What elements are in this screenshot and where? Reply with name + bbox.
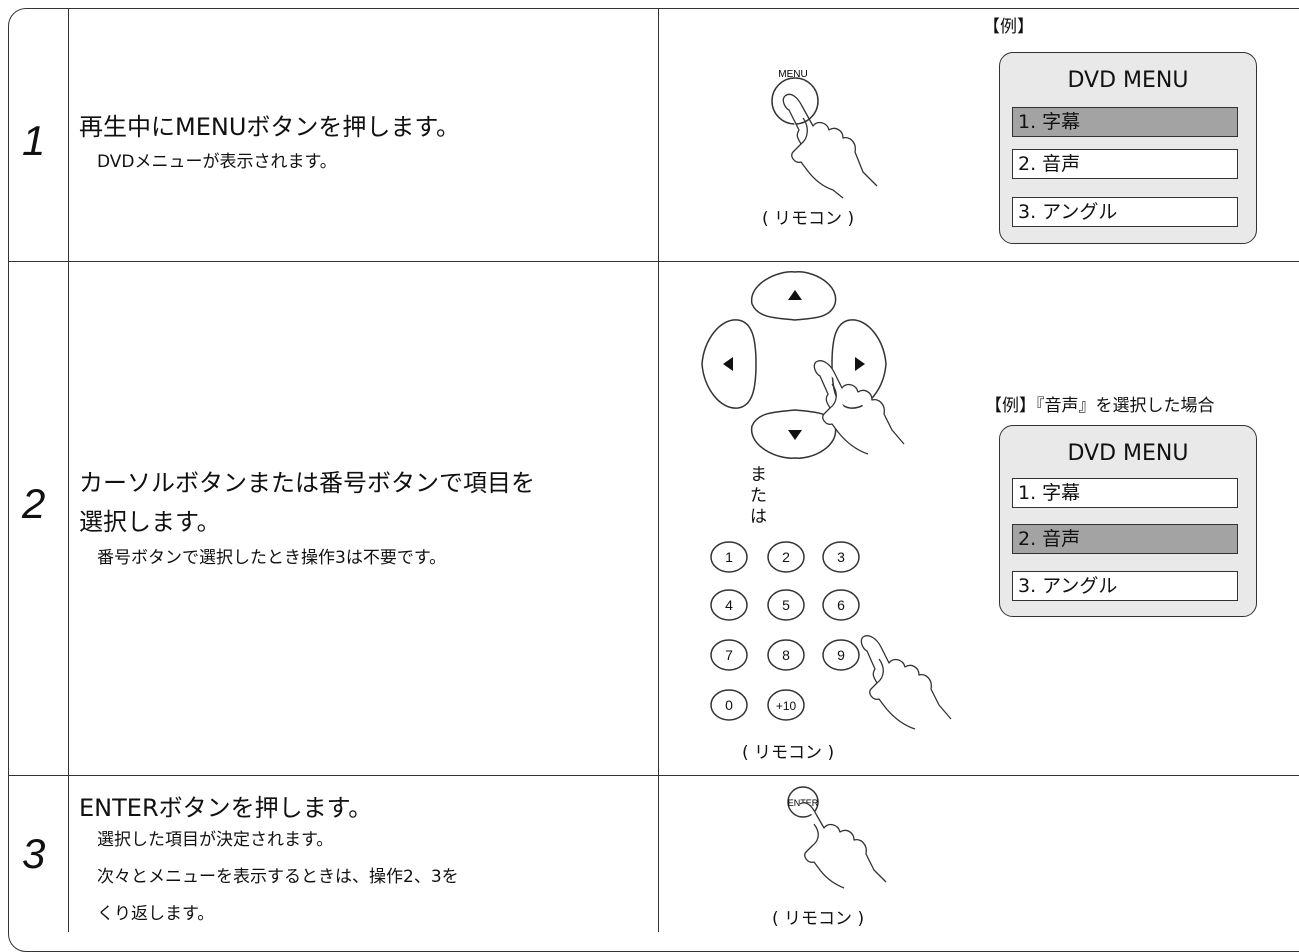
dvd-menu-example: DVD MENU 1. 字幕 2. 音声 3. アングル [999, 52, 1257, 244]
dvd-menu-item-audio: 2. 音声 [1012, 524, 1238, 554]
or-text-1: ま [750, 465, 767, 485]
dvd-menu-item-audio: 2. 音声 [1012, 149, 1238, 179]
cursor-buttons-illustration [701, 271, 905, 459]
example-label: 【例】 [983, 17, 1034, 37]
step-note: 番号ボタンで選択したとき操作3は不要です。 [97, 548, 447, 568]
number-key-9 [822, 639, 860, 671]
dvd-menu-title: DVD MENU [1067, 68, 1189, 93]
pointing-hand-icon [813, 360, 905, 455]
row-divider-1 [8, 261, 1299, 262]
step-note: 選択した項目が決定されます。 [97, 830, 334, 850]
step-number: 1 [22, 117, 46, 164]
number-key-5 [767, 589, 805, 621]
number-key-label: 3 [837, 549, 845, 565]
menu-button-label: MENU [778, 69, 807, 80]
step-note: DVDメニューが表示されます。 [97, 152, 337, 172]
arrow-down-icon [788, 430, 802, 440]
number-buttons-illustration: 1 2 3 4 5 6 7 8 9 0 +10 [710, 541, 952, 730]
remote-caption: ( リモコン ) [772, 909, 865, 929]
number-key-label: +10 [776, 699, 797, 713]
step-number: 3 [22, 830, 46, 877]
number-key-label: 9 [837, 647, 845, 663]
number-key-6 [822, 589, 860, 621]
menu-button-hand-illustration: MENU [771, 69, 878, 199]
number-key-7 [710, 639, 748, 671]
arrow-up-icon [788, 290, 802, 300]
step-title-line-1: カーソルボタンまたは番号ボタンで項目を [79, 469, 535, 497]
number-key-label: 0 [725, 697, 733, 713]
step-title: 再生中にMENUボタンを押します。 [79, 113, 460, 141]
example-label: 【例】『音声』を選択した場合 [985, 396, 1215, 416]
step-note: 次々とメニューを表示するときは、操作2、3を [97, 867, 459, 887]
number-key-label: 4 [725, 597, 733, 613]
arrow-right-icon [855, 357, 865, 371]
step-note: くり返します。 [97, 904, 215, 924]
pointing-hand-icon [782, 93, 878, 199]
dvd-menu-item-subtitle: 1. 字幕 [1012, 107, 1238, 137]
enter-button-hand-illustration: ENTER [787, 786, 887, 889]
number-key-label: 6 [837, 597, 845, 613]
step-number: 2 [22, 480, 46, 527]
step-title-line-2: 選択します。 [79, 508, 221, 536]
row-divider-2 [8, 775, 1299, 776]
pointing-hand-icon [860, 635, 952, 730]
arrow-left-icon [723, 357, 733, 371]
or-text-3: は [750, 507, 767, 527]
dvd-menu-item-angle: 3. アングル [1012, 197, 1238, 227]
dvd-menu-item-subtitle: 1. 字幕 [1012, 478, 1238, 508]
number-key-1 [710, 541, 748, 573]
dvd-menu-example: DVD MENU 1. 字幕 2. 音声 3. アングル [999, 425, 1257, 617]
or-text-2: た [750, 486, 767, 506]
number-key-8 [767, 639, 805, 671]
step-title: ENTERボタンを押します。 [79, 794, 373, 822]
column-divider-illustration [658, 8, 659, 932]
number-key-label: 5 [782, 597, 790, 613]
number-key-0 [710, 689, 748, 721]
number-key-3 [822, 541, 860, 573]
number-key-label: 1 [725, 549, 733, 565]
remote-caption: ( リモコン ) [762, 209, 855, 229]
pointing-hand-icon [799, 802, 887, 889]
number-key-label: 8 [782, 647, 790, 663]
remote-caption: ( リモコン ) [742, 743, 835, 763]
dvd-menu-title: DVD MENU [1067, 441, 1189, 466]
dvd-menu-item-angle: 3. アングル [1012, 571, 1238, 601]
number-key-plus10 [767, 689, 805, 721]
column-divider-number [68, 8, 69, 932]
number-key-4 [710, 589, 748, 621]
number-key-label: 2 [782, 549, 790, 565]
number-key-label: 7 [725, 647, 733, 663]
number-key-2 [767, 541, 805, 573]
